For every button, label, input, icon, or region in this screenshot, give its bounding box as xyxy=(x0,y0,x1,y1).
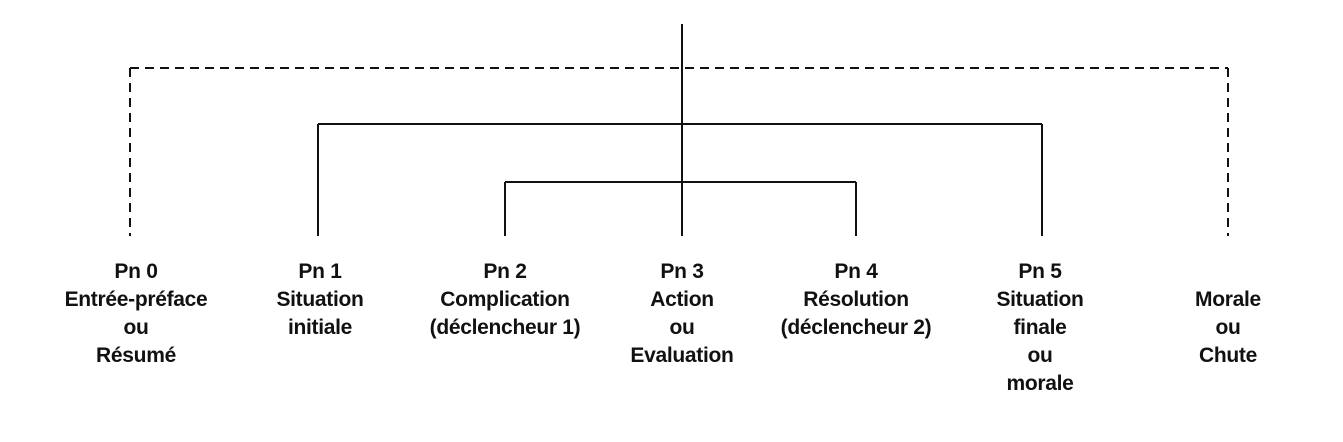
inner-bracket xyxy=(504,181,857,236)
node-pn2-line-2: (déclencheur 1) xyxy=(429,316,581,339)
node-pn5-line-1: Situation xyxy=(996,288,1084,311)
node-pn2-line-0: Pn 2 xyxy=(483,260,527,283)
node-pn0-line-0: Pn 0 xyxy=(114,260,158,283)
middle-bracket xyxy=(317,123,1043,236)
node-pn0: Pn 0 Entrée-préface ou Résumé xyxy=(41,258,231,370)
node-morale-line-3: Chute xyxy=(1199,344,1257,367)
node-pn2-line-1: Complication xyxy=(440,288,570,311)
node-pn2: Pn 2 Complication (déclencheur 1) xyxy=(410,258,600,342)
node-morale-line-0 xyxy=(1133,258,1323,286)
node-pn3-line-3: Evaluation xyxy=(630,344,734,367)
node-pn3-line-2: ou xyxy=(669,316,695,339)
node-pn1-line-2: initiale xyxy=(287,316,353,339)
node-pn3-line-1: Action xyxy=(650,288,714,311)
node-pn5-line-0: Pn 5 xyxy=(1018,260,1062,283)
node-pn5-line-3: ou xyxy=(1027,344,1053,367)
outer-dashed-bracket xyxy=(129,67,1229,236)
node-pn3: Pn 3 Action ou Evaluation xyxy=(587,258,777,370)
node-morale: Morale ou Chute xyxy=(1133,258,1323,370)
node-pn4-line-1: Résolution xyxy=(803,288,909,311)
node-pn1-line-1: Situation xyxy=(276,288,364,311)
node-pn0-line-3: Résumé xyxy=(96,344,176,367)
node-pn1-line-0: Pn 1 xyxy=(298,260,342,283)
node-pn0-line-1: Entrée-préface xyxy=(64,288,208,311)
node-pn4-line-0: Pn 4 xyxy=(834,260,878,283)
node-pn3-line-0: Pn 3 xyxy=(660,260,704,283)
node-pn4-line-2: (déclencheur 2) xyxy=(780,316,932,339)
node-pn5-line-4: morale xyxy=(1006,372,1074,395)
node-pn4: Pn 4 Résolution (déclencheur 2) xyxy=(761,258,951,342)
node-pn5: Pn 5 Situation finale ou morale xyxy=(945,258,1135,398)
node-pn1: Pn 1 Situation initiale xyxy=(225,258,415,342)
node-morale-line-2: ou xyxy=(1215,316,1241,339)
node-morale-line-1: Morale xyxy=(1195,288,1261,311)
node-pn0-line-2: ou xyxy=(123,316,149,339)
node-pn5-line-2: finale xyxy=(1013,316,1067,339)
